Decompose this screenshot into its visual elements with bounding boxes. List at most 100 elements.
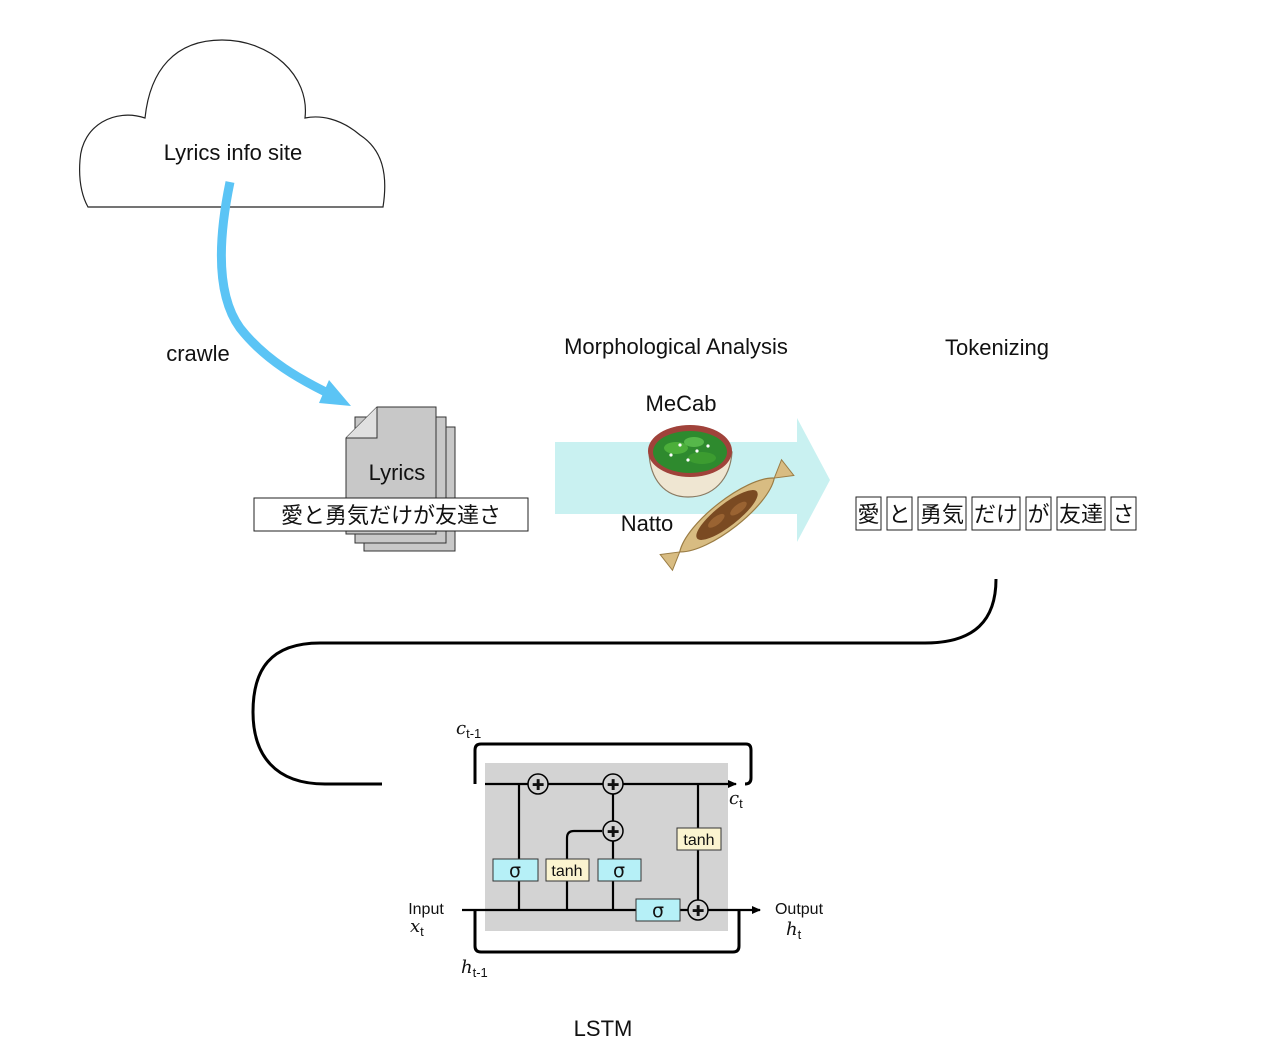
candidate-gate: tanh xyxy=(545,858,590,882)
h-prev-sub: t-1 xyxy=(473,965,488,980)
token: 愛 xyxy=(855,496,882,531)
h-next-var: h xyxy=(786,919,798,940)
lyrics-text: 愛と勇気だけが友達さ xyxy=(281,504,501,529)
token-box xyxy=(1025,496,1052,531)
tokenizing-title: Tokenizing xyxy=(945,335,1049,360)
output-gate-label: σ xyxy=(652,900,664,922)
token: 友達 xyxy=(1056,496,1106,531)
token-box xyxy=(971,496,1021,531)
token-box xyxy=(886,496,913,531)
forget-op-symbol: ✚ xyxy=(532,776,545,794)
input-gate-label: σ xyxy=(613,860,625,882)
output-tanh: tanh xyxy=(676,827,722,851)
c-next-label: ct xyxy=(729,788,743,811)
hidden-state-loop xyxy=(473,910,741,954)
token-text: さ xyxy=(1112,503,1134,528)
output-op: ✚ xyxy=(687,899,709,921)
sesame-seed xyxy=(706,444,710,448)
forget-gate: σ xyxy=(492,858,539,882)
h-prev-var: h xyxy=(461,957,473,978)
token-text: 友達 xyxy=(1059,503,1103,528)
lstm-cell: σ tanh σ σ tanh ✚ ✚ ✚ xyxy=(408,718,823,980)
lstm-title: LSTM xyxy=(574,1016,633,1041)
mecab-label: MeCab xyxy=(646,391,717,416)
crawl-label: crawle xyxy=(166,341,230,366)
output-tanh-box xyxy=(676,827,722,851)
output-gate: σ xyxy=(635,898,681,922)
forget-op: ✚ xyxy=(527,773,549,795)
input-op-circle xyxy=(602,820,624,842)
token-text: が xyxy=(1027,503,1049,528)
candidate-gate-label: tanh xyxy=(551,863,582,880)
forget-op-circle xyxy=(527,773,549,795)
output-op-symbol: ✚ xyxy=(692,902,705,920)
token: と xyxy=(886,496,913,531)
natto-image xyxy=(659,458,795,572)
natto-beans-highlight xyxy=(730,501,747,516)
c-prev-var: c xyxy=(456,718,466,739)
bowl-seaweed xyxy=(653,431,727,473)
tanh-wire-up xyxy=(565,829,602,839)
token-text: 勇気 xyxy=(920,503,964,528)
sesame-seed xyxy=(669,453,673,457)
input-op-symbol: ✚ xyxy=(607,823,620,841)
cloud-label: Lyrics info site xyxy=(164,140,303,165)
token: だけ xyxy=(971,496,1021,531)
natto-label: Natto xyxy=(621,511,674,536)
c-next-sub: t xyxy=(739,796,743,811)
token-list: 愛と勇気だけが友達さ xyxy=(855,496,1137,531)
token-box xyxy=(917,496,967,531)
input-gate: σ xyxy=(597,858,642,882)
token-text: と xyxy=(888,503,910,528)
sesame-seed xyxy=(686,458,690,462)
c-next-var: c xyxy=(729,788,739,809)
h-next-label: ht xyxy=(786,919,802,942)
connector-line xyxy=(251,578,998,786)
h-next-sub: t xyxy=(798,927,802,942)
candidate-gate-box xyxy=(545,858,590,882)
token-text: 愛 xyxy=(857,503,879,528)
seaweed-highlight xyxy=(688,452,716,464)
token: さ xyxy=(1110,496,1137,531)
input-gate-box xyxy=(597,858,642,882)
natto-straw-end-right xyxy=(773,458,795,479)
document-fold xyxy=(346,407,378,439)
cloud: Lyrics info site xyxy=(79,39,386,208)
crawl-arrow-head xyxy=(319,380,351,406)
c-prev-sub: t-1 xyxy=(466,726,481,741)
forget-gate-box xyxy=(492,858,539,882)
output-label: Output xyxy=(775,901,824,918)
seaweed-highlight xyxy=(664,442,688,454)
h-prev-label: ht-1 xyxy=(461,957,488,980)
x-in-label: xt xyxy=(410,916,424,939)
sesame-seed xyxy=(695,449,699,453)
token: が xyxy=(1025,496,1052,531)
cell-state-loop xyxy=(473,742,753,786)
crawl-arrow xyxy=(216,181,351,406)
crawl-arrow-shaft xyxy=(216,181,338,402)
x-in-sub: t xyxy=(420,924,424,939)
document-label: Lyrics xyxy=(369,460,426,485)
forget-gate-label: σ xyxy=(509,860,521,882)
natto-straw-end-left xyxy=(659,551,681,572)
output-op-circle xyxy=(687,899,709,921)
token-box xyxy=(855,496,882,531)
token-box xyxy=(1110,496,1137,531)
add-op-circle xyxy=(602,773,624,795)
token: 勇気 xyxy=(917,496,967,531)
add-op-symbol: ✚ xyxy=(607,776,620,794)
output-gate-box xyxy=(635,898,681,922)
mecab-bowl-image xyxy=(648,425,733,498)
input-op: ✚ xyxy=(602,820,624,842)
input-label: Input xyxy=(408,901,444,918)
add-op: ✚ xyxy=(602,773,624,795)
token-text: だけ xyxy=(974,503,1018,528)
cloud-shape xyxy=(79,39,386,208)
token-box xyxy=(1056,496,1106,531)
lyrics-text-frame xyxy=(253,497,529,532)
output-tanh-label: tanh xyxy=(683,832,714,849)
seaweed-highlight xyxy=(684,437,704,447)
lyrics-text-box: 愛と勇気だけが友達さ xyxy=(253,497,529,532)
sesame-seed xyxy=(678,443,682,447)
